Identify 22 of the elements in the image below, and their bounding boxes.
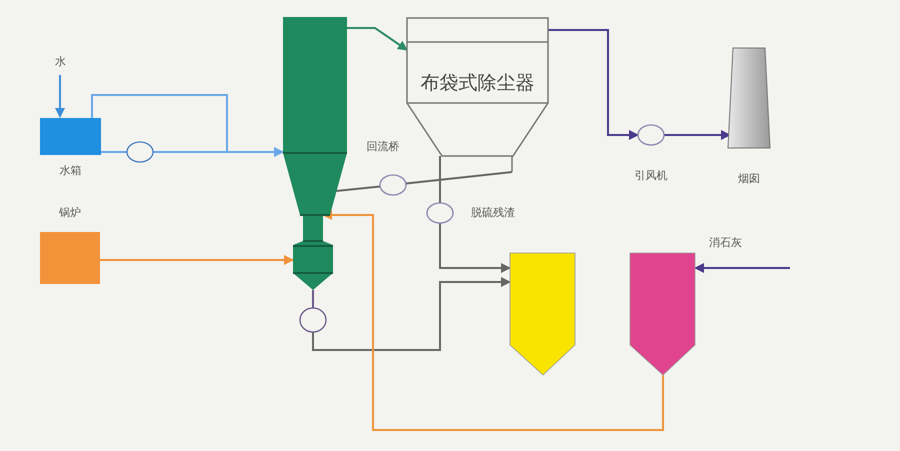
- flow-arrow: [439, 223, 511, 273]
- flow-arrow: [55, 75, 65, 118]
- equipment-label: 烟囱: [737, 172, 761, 186]
- edge-label: 水: [54, 55, 67, 69]
- pipe-line: [336, 186, 380, 192]
- pipe-line: [101, 151, 127, 153]
- flow-arrow: [91, 94, 284, 157]
- equipment-label: 锅炉: [58, 206, 82, 220]
- equipment-label: 水箱: [58, 164, 82, 178]
- equipment-label: 回流桥: [366, 140, 400, 154]
- flow-arrow: [312, 277, 511, 351]
- pipe-line: [312, 290, 314, 308]
- flow-arrow: [347, 27, 408, 51]
- flow-arrow: [100, 255, 294, 265]
- pipe-line: [406, 171, 512, 184]
- pipe-line: [439, 156, 441, 203]
- edge-label: 消石灰: [708, 236, 743, 250]
- flow-arrow: [694, 263, 790, 273]
- flow-arrow: [322, 210, 664, 431]
- equipment-label: 引风机: [634, 169, 668, 183]
- flow-arrow: [548, 29, 639, 140]
- equipment-label: 脱硫残渣: [470, 206, 516, 220]
